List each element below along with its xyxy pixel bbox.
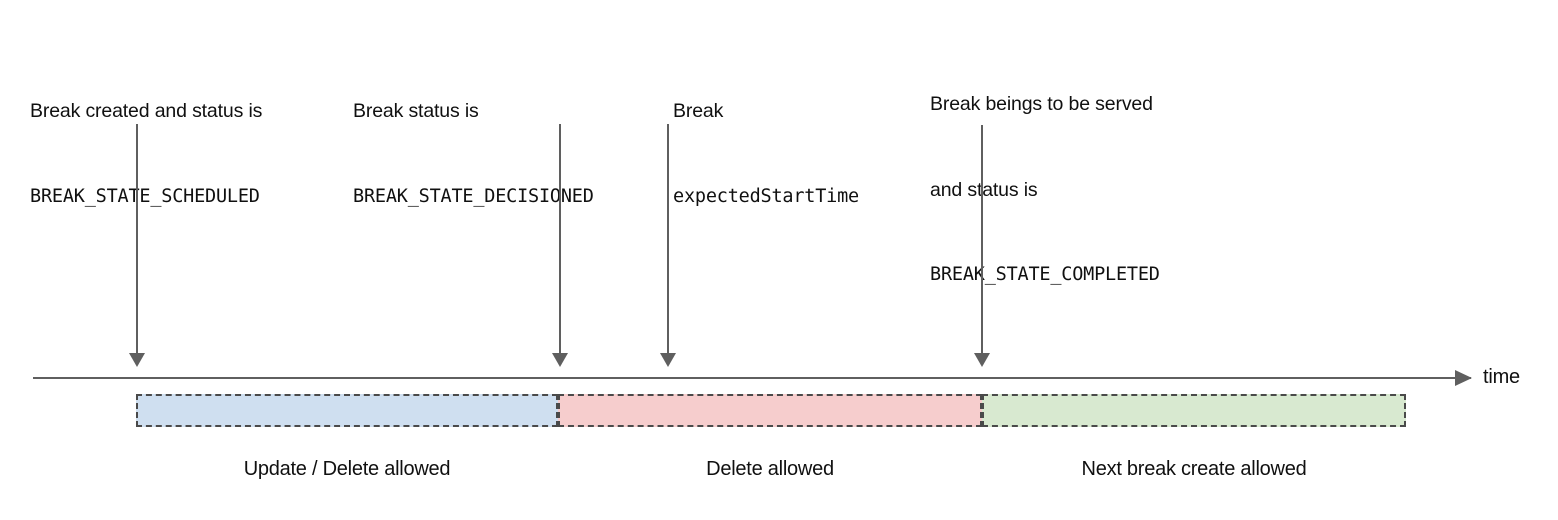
annotation-scheduled: Break created and status is BREAK_STATE_… <box>30 40 262 268</box>
arrow-down-icon-scheduled-line <box>136 124 138 354</box>
arrow-down-icon-decisioned-head <box>552 353 568 367</box>
arrow-down-icon-completed-line <box>981 125 983 354</box>
annotation-completed-line-3: BREAK_STATE_COMPLETED <box>930 264 1160 285</box>
annotation-expected-start-time-line-1: Break <box>673 100 724 122</box>
arrow-down-icon-scheduled-head <box>129 353 145 367</box>
arrow-down-icon-expected-start-time-line <box>667 124 669 354</box>
annotation-decisioned: Break status is BREAK_STATE_DECISIONED <box>353 40 594 268</box>
arrow-right-icon-time-axis <box>1455 370 1472 386</box>
phase-caption-next-break-create: Next break create allowed <box>1081 458 1307 480</box>
time-axis-line <box>33 377 1471 379</box>
annotation-expected-start-time: Break expectedStartTime <box>673 40 859 268</box>
arrow-down-icon-expected-start-time-head <box>660 353 676 367</box>
arrow-down-icon-decisioned-line <box>559 124 561 354</box>
phase-caption-delete-only: Delete allowed <box>706 458 834 480</box>
annotation-scheduled-line-1: Break created and status is <box>30 100 263 122</box>
annotation-scheduled-line-2: BREAK_STATE_SCHEDULED <box>30 185 260 207</box>
annotation-expected-start-time-line-2: expectedStartTime <box>673 185 859 207</box>
phase-caption-update-delete: Update / Delete allowed <box>243 458 451 480</box>
phase-bar-next-break-create <box>982 394 1406 427</box>
annotation-completed-line-1: Break beings to be served <box>930 93 1153 115</box>
annotation-decisioned-line-2: BREAK_STATE_DECISIONED <box>353 185 594 207</box>
phase-bar-delete-only <box>558 394 982 427</box>
time-axis-label: time <box>1483 366 1520 388</box>
annotation-completed: Break beings to be served and status is … <box>930 33 1160 347</box>
phase-bar-update-delete <box>136 394 558 427</box>
annotation-completed-line-2: and status is <box>930 178 1038 201</box>
arrow-down-icon-completed-head <box>974 353 990 367</box>
annotation-decisioned-line-1: Break status is <box>353 100 479 122</box>
